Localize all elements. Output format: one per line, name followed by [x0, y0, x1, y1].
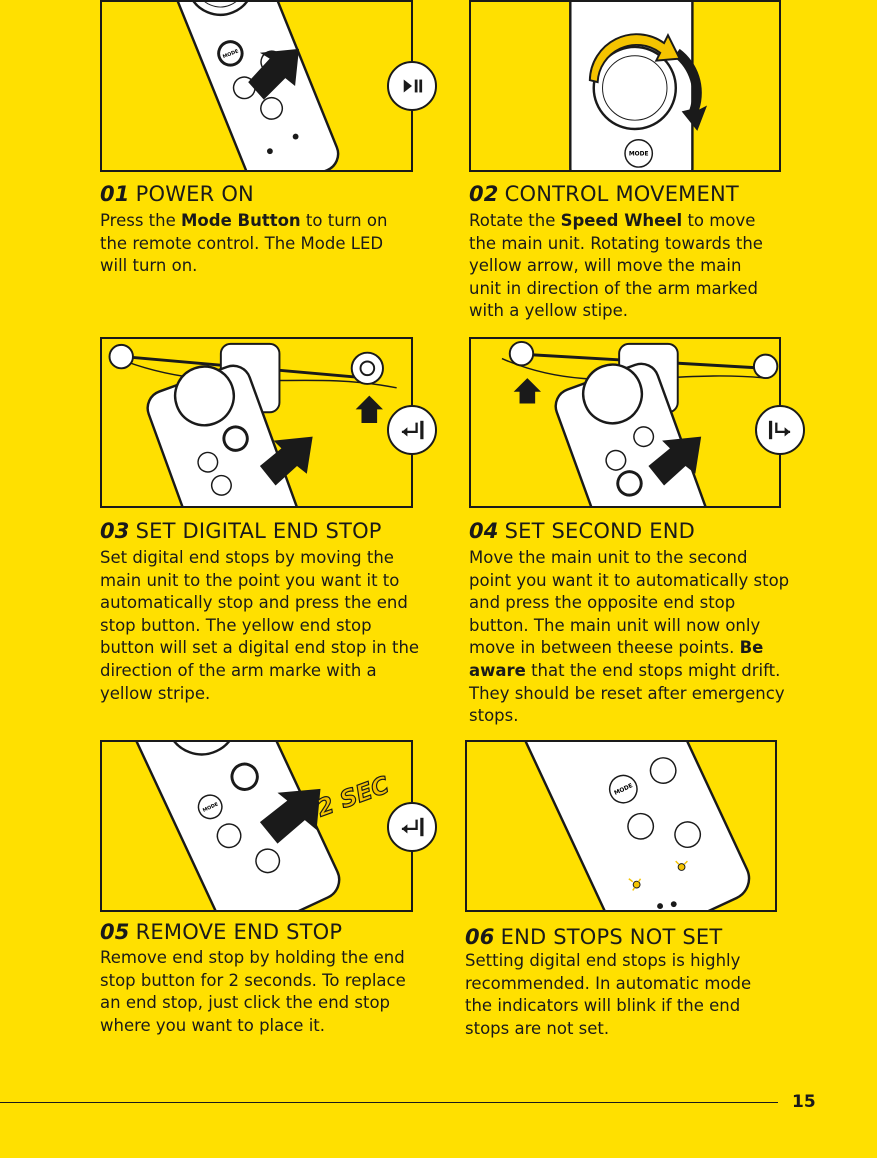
end-stop-right-icon	[387, 802, 437, 852]
remote-illustration: MODE 2 SEC	[128, 742, 393, 910]
blinking-indicators	[628, 860, 688, 910]
step-body-segment: Speed Wheel	[560, 211, 683, 230]
step-body-segment: Rotate the	[469, 211, 561, 230]
direction-arrow	[513, 378, 542, 404]
illustration-set-end-stop	[100, 337, 413, 508]
yellow-arrow	[588, 33, 682, 84]
illustration-remove-end-stop: MODE 2 SEC	[100, 740, 413, 912]
pointer-arrow	[259, 788, 321, 844]
remote-illustration: ◂▸ MODE	[569, 2, 708, 170]
step-body-segment: Be aware	[469, 638, 764, 680]
step-01-body: Press the Mode Button to turn on the rem…	[100, 210, 412, 278]
pointer-arrow	[648, 436, 702, 486]
step-body-segment: that the end stops might drift. They sho…	[469, 660, 785, 726]
step-body-segment: Mode Button	[181, 211, 301, 230]
step-body-segment: Remove end stop by holding the end stop …	[100, 948, 406, 1035]
rotate-arrow	[673, 48, 708, 131]
mode-button-label: MODE	[629, 151, 649, 157]
step-body-segment: Press the	[100, 211, 181, 230]
hold-duration-label: 2 SEC	[313, 771, 393, 823]
step-body-segment: to turn on the remote control. The Mode …	[100, 211, 388, 276]
illustration-set-second-end	[469, 337, 781, 508]
remote-illustration: MODE	[166, 2, 340, 170]
step-05-body: Remove end stop by holding the end stop …	[100, 947, 412, 1037]
pointer-arrow	[248, 48, 299, 100]
step-03-body: Set digital end stops by moving the main…	[100, 547, 420, 705]
pointer-arrow	[259, 436, 313, 486]
mode-button-label: MODE	[222, 48, 239, 60]
slider-illustration	[501, 340, 779, 506]
illustration-control-movement: ◂▸ MODE	[469, 0, 781, 172]
step-body-segment: Setting digital end stops is highly reco…	[465, 951, 752, 1038]
footer-divider	[0, 1102, 778, 1103]
step-body-segment: Move the main unit to the second point y…	[469, 548, 790, 658]
remote-illustration: MODE	[513, 742, 751, 910]
end-stop-left-icon	[755, 405, 805, 455]
slider-illustration	[108, 342, 397, 506]
page-number: 15	[792, 1092, 816, 1112]
step-body-segment: Set digital end stops by moving the main…	[100, 548, 420, 703]
step-04-body: Move the main unit to the second point y…	[469, 547, 794, 728]
illustration-end-stops-not-set: MODE	[465, 740, 777, 912]
end-stop-right-icon	[387, 405, 437, 455]
direction-arrow	[355, 395, 383, 423]
step-06-body: Setting digital end stops is highly reco…	[465, 950, 765, 1040]
play-pause-icon	[387, 61, 437, 111]
step-02-body: Rotate the Speed Wheel to move the main …	[469, 210, 774, 323]
step-body-segment: to move the main unit. Rotating towards …	[469, 211, 763, 321]
illustration-power-on: MODE	[100, 0, 413, 172]
